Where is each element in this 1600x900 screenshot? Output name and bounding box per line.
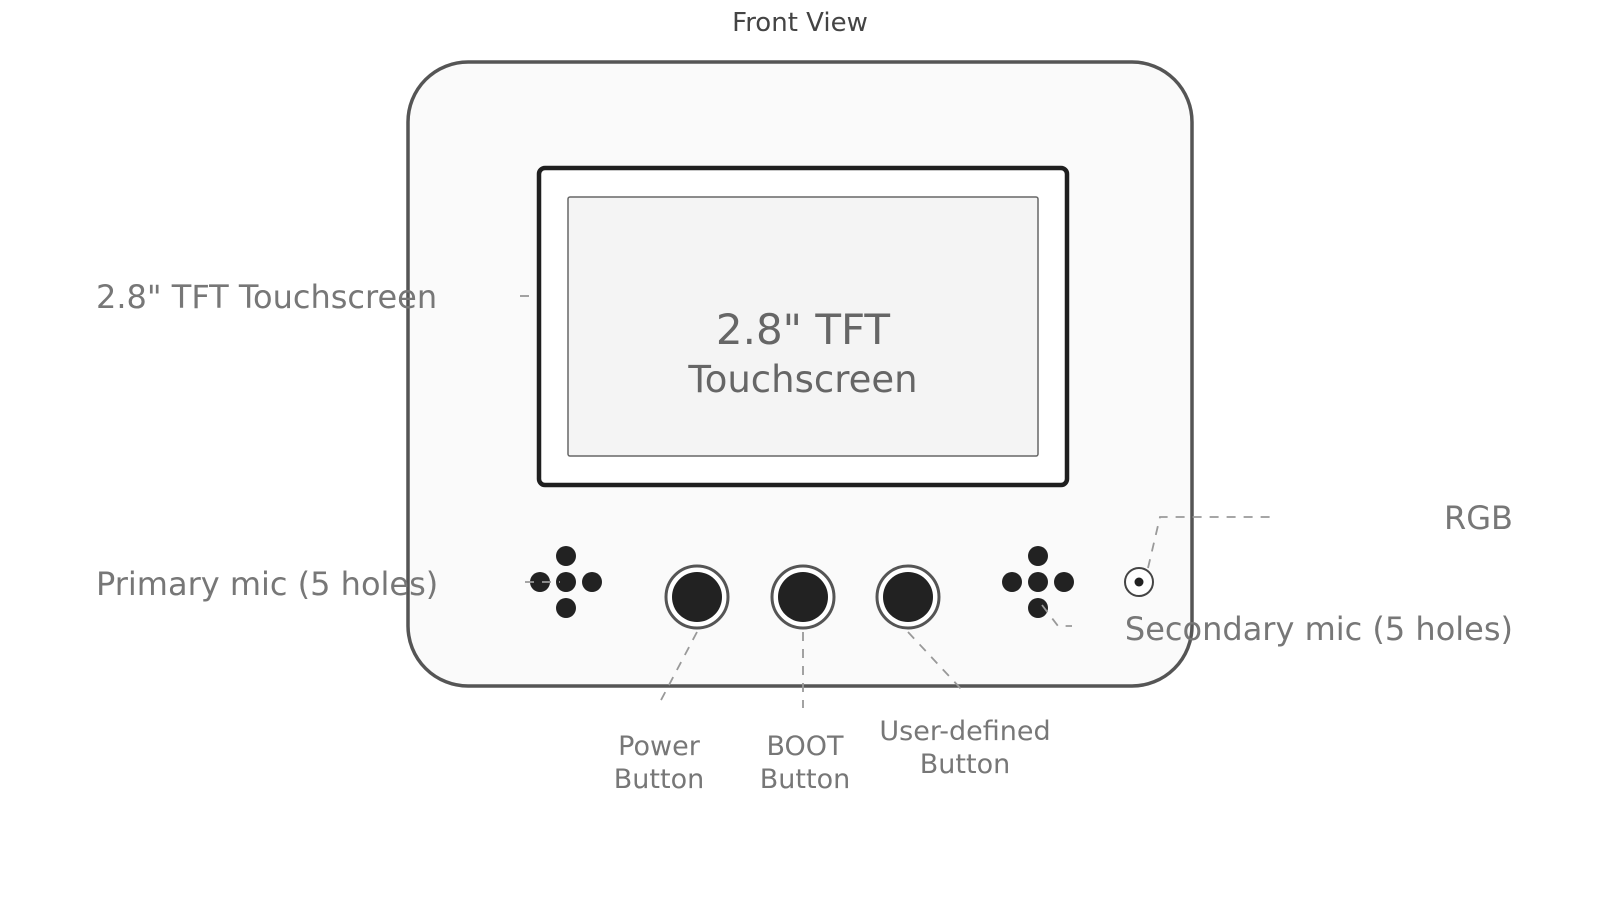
primary-mic-hole-top — [556, 546, 576, 566]
power-button-label-line2: Button — [614, 764, 704, 795]
primary-mic-hole-center — [556, 572, 576, 592]
secondary-mic-hole-left — [1002, 572, 1022, 592]
secondary-mic-hole-center — [1028, 572, 1048, 592]
user-defined-button[interactable] — [875, 564, 941, 630]
primary-mic-hole-bottom — [556, 598, 576, 618]
power-button-label-line1: Power — [618, 731, 701, 762]
primary-mic-holes — [530, 546, 602, 618]
primary-mic-hole-left — [530, 572, 550, 592]
leader-lines — [520, 295, 1270, 708]
secondary-mic-leader — [1041, 604, 1072, 627]
secondary-mic-hole-bottom — [1028, 598, 1048, 618]
touchscreen-callout-label: 2.8" TFT Touchscreen — [96, 278, 437, 316]
primary-mic-callout-label: Primary mic (5 holes) — [96, 565, 438, 603]
boot-button-label-line1: BOOT — [766, 731, 844, 762]
rgb-led — [1124, 567, 1154, 597]
user-button-label-line2: Button — [920, 749, 1010, 780]
user-button-label-line1: User-defined — [879, 716, 1050, 747]
secondary-mic-hole-top — [1028, 546, 1048, 566]
power-button-leader — [659, 631, 698, 703]
screen-label-line1: 2.8" TFT — [716, 305, 891, 354]
touchscreen-display[interactable] — [567, 196, 1039, 457]
primary-mic-hole-right — [582, 572, 602, 592]
screen-label-line2: Touchscreen — [687, 358, 917, 401]
user-button-leader — [907, 631, 963, 691]
boot-button-label-line2: Button — [760, 764, 850, 795]
boot-button[interactable] — [770, 564, 836, 630]
secondary-mic-callout-label: Secondary mic (5 holes) — [1125, 610, 1513, 648]
rgb-leader — [1147, 516, 1270, 569]
secondary-mic-holes — [1002, 546, 1074, 618]
power-button[interactable] — [664, 564, 730, 630]
rgb-callout-label: RGB — [1444, 499, 1513, 537]
secondary-mic-hole-right — [1054, 572, 1074, 592]
diagram-title: Front View — [732, 8, 868, 38]
